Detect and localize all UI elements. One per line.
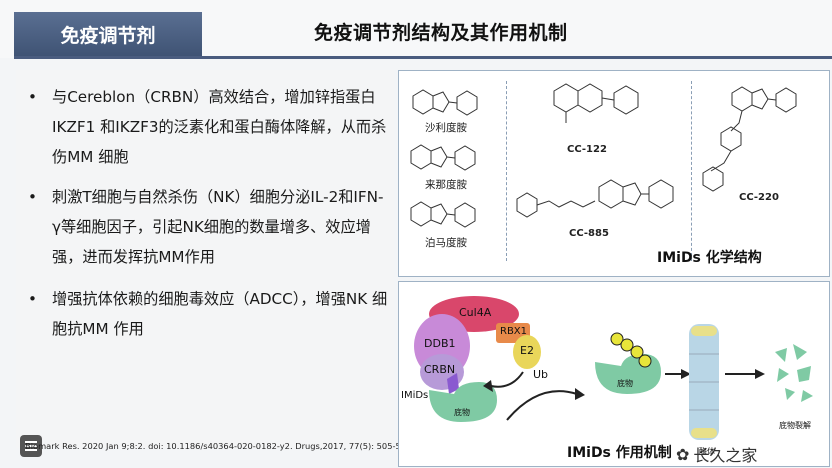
- pomalidomide-label: 泊马度胺: [425, 237, 467, 249]
- bullet-text: 增强抗体依赖的细胞毒效应（ADCC），增强NK 细胞抗MM 作用: [52, 290, 388, 338]
- bullet-text: 与Cereblon（CRBN）高效结合，增加锌指蛋白IKZF1 和IKZF3的泛…: [52, 88, 387, 166]
- mechanism-panel: Cul4A RBX1 E2 DDB1 CRBN Ub IMiDs 底物 底物 酶…: [398, 281, 830, 467]
- wechat-icon: ✿: [676, 444, 690, 464]
- structures-caption: IMiDs 化学结构: [657, 250, 762, 266]
- imids-drug-shape: [447, 373, 459, 394]
- bullet-panel: • 与Cereblon（CRBN）高效结合，增加锌指蛋白IKZF1 和IKZF3…: [16, 70, 394, 448]
- e2-label: E2: [520, 344, 534, 357]
- degradation-label: 底物裂解: [779, 421, 811, 430]
- crbn-label: CRBN: [424, 363, 456, 376]
- fragments-shape: [775, 344, 813, 402]
- bullet-dot: •: [28, 290, 37, 308]
- proteasome-shape: [689, 324, 719, 440]
- structures-panel: 沙利度胺 来那度胺 泊马度胺 CC-122 CC-885 CC-220 IMiD…: [398, 70, 830, 277]
- watermark: ✿ 长久之家: [676, 442, 757, 466]
- substrate1-shape: [429, 382, 497, 422]
- bullet-dot: •: [28, 88, 37, 106]
- rbx1-label: RBX1: [500, 326, 528, 337]
- watermark-text: 长久之家: [693, 446, 758, 465]
- slide-title: 免疫调节剂结构及其作用机制: [314, 22, 568, 44]
- mechanism-diagram: [414, 296, 813, 440]
- header-divider: [14, 56, 832, 59]
- proteasome-label: 酶体: [699, 447, 715, 456]
- chemical-structures: [410, 83, 797, 228]
- ddb1-label: DDB1: [424, 337, 456, 350]
- menu-icon[interactable]: [20, 435, 42, 457]
- mechanism-caption: IMiDs 作用机制: [567, 445, 672, 461]
- bullet-item: • 刺激T细胞与自然杀伤（NK）细胞分泌IL-2和IFN-γ等细胞因子，引起NK…: [28, 182, 388, 272]
- e2-shape: [513, 335, 541, 369]
- cc122-label: CC-122: [567, 144, 607, 155]
- bullet-text: 刺激T细胞与自然杀伤（NK）细胞分泌IL-2和IFN-γ等细胞因子，引起NK细胞…: [52, 188, 384, 266]
- section-tab: 免疫调节剂: [14, 12, 202, 56]
- cc220-label: CC-220: [739, 192, 779, 203]
- bullet-item: • 与Cereblon（CRBN）高效结合，增加锌指蛋白IKZF1 和IKZF3…: [28, 82, 388, 172]
- divider: [691, 81, 692, 261]
- cc885-label: CC-885: [569, 228, 609, 239]
- header: 免疫调节剂 免疫调节剂结构及其作用机制: [0, 0, 832, 59]
- thalidomide-label: 沙利度胺: [425, 122, 467, 134]
- reference-text: Biomark Res. 2020 Jan 9;8:2. doi: 10.118…: [25, 441, 414, 451]
- bullet-item: • 增强抗体依赖的细胞毒效应（ADCC），增强NK 细胞抗MM 作用: [28, 284, 388, 344]
- cul4a-label: Cul4A: [459, 306, 492, 319]
- divider: [506, 81, 507, 261]
- lenalidomide-label: 来那度胺: [425, 179, 467, 191]
- imids-label: IMiDs: [401, 390, 429, 401]
- bullet-dot: •: [28, 188, 37, 206]
- section-tab-label: 免疫调节剂: [60, 24, 156, 47]
- substrate2-label: 底物: [617, 379, 633, 388]
- substrate1-label: 底物: [454, 408, 470, 417]
- ub-label: Ub: [533, 368, 549, 381]
